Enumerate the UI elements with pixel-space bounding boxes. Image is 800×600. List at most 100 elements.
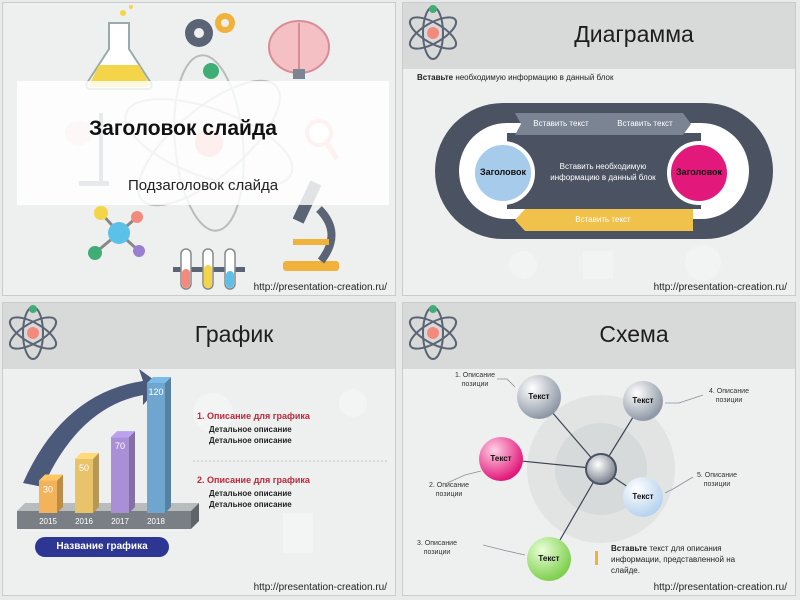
note-line3: слайде. (611, 566, 640, 575)
chart-category-label: 2017 (111, 517, 129, 526)
chart-value-label: 120 (148, 387, 163, 397)
atom-logo-icon (8, 305, 58, 360)
chart-category-label: 2015 (39, 517, 57, 526)
footer-url[interactable]: http://presentation-creation.ru/ (653, 282, 787, 293)
position-label-1: 1. Описание позиции (455, 371, 495, 389)
header-band (403, 3, 795, 69)
bottom-arrow-label: Вставить текст (575, 215, 631, 224)
description-1-title: 1. Описание для графика (197, 411, 310, 421)
left-circle[interactable] (471, 141, 535, 205)
top-arrow-2[interactable] (599, 113, 691, 135)
node-5[interactable] (623, 477, 663, 517)
note-bold: Вставьте (611, 544, 648, 553)
top-arrow-1-label: Вставить текст (533, 119, 589, 128)
position-label-3-line2: позиции (423, 549, 451, 556)
chart-bar (147, 377, 171, 513)
note-accent (595, 551, 598, 565)
node-4[interactable] (623, 381, 663, 421)
chart-value-label: 50 (79, 463, 89, 473)
position-label-2-line2: позиции (435, 491, 463, 498)
header-band (3, 303, 395, 369)
slide-title: Заголовок слайда (89, 117, 277, 140)
footer-url[interactable]: http://presentation-creation.ru/ (253, 282, 387, 293)
background-pattern (509, 245, 721, 281)
background-pattern (193, 389, 367, 553)
position-label-2-line1: 2. Описание (429, 482, 469, 489)
chart-name-pill (35, 537, 169, 557)
description-1: 1. Описание для графика Детальное описан… (197, 411, 310, 446)
chart-platform (17, 511, 191, 529)
node-1-label: Текст (528, 392, 550, 401)
left-circle-label: Заголовок (479, 167, 527, 177)
position-label-5-line2: позиции (703, 481, 731, 488)
center-line2: информацию в данный блок (550, 173, 656, 182)
flask-icon (85, 5, 153, 90)
slide4-graphics (408, 305, 704, 581)
position-label-4-line1: 4. Описание (709, 388, 749, 395)
node-1[interactable] (517, 375, 561, 419)
slide2-graphics (408, 5, 773, 281)
footer-url[interactable]: http://presentation-creation.ru/ (653, 582, 787, 593)
molecule-icon (88, 206, 145, 260)
slide-diagram[interactable]: Диаграмма Вставьте необходимую информаци… (402, 2, 796, 296)
slide-title[interactable]: Заголовок слайда Подзаголовок слайда htt… (2, 2, 396, 296)
brain-icon (268, 20, 330, 79)
node-2[interactable] (479, 437, 523, 481)
chart-bar (39, 474, 63, 513)
hub-node (585, 453, 617, 485)
position-label-3: 3. Описание позиции (417, 539, 457, 557)
center-text: Вставить необходимую информацию в данный… (533, 161, 673, 183)
position-label-4: 4. Описание позиции (709, 387, 749, 405)
growth-arrow (23, 369, 161, 487)
chart-value-label: 70 (115, 441, 125, 451)
footer-url[interactable]: http://presentation-creation.ru/ (253, 582, 387, 593)
slide-title: Диаграмма (574, 21, 694, 47)
node-2-label: Текст (490, 454, 512, 463)
right-circle[interactable] (667, 141, 731, 205)
electron-icon (203, 63, 219, 79)
test-tubes-icon (173, 248, 245, 290)
slide-title: График (194, 321, 274, 347)
position-label-4-line2: позиции (715, 397, 743, 404)
node-3-label: Текст (538, 554, 560, 563)
chart-bar (75, 452, 99, 513)
position-label-5-line1: 5. Описание (697, 472, 737, 479)
chart-category-label: 2016 (75, 517, 93, 526)
note-text: Вставьте текст для описания информации, … (611, 543, 735, 576)
intro-bold: Вставьте (417, 73, 454, 82)
top-arrow-1[interactable] (515, 113, 607, 135)
node-3[interactable] (527, 537, 571, 581)
position-label-1-line1: 1. Описание (455, 372, 495, 379)
position-label-3-line1: 3. Описание (417, 540, 457, 547)
slide-title: Схема (599, 321, 669, 347)
chart-bars (39, 377, 171, 513)
chart-value-labels: 30 50 70 120 (43, 387, 164, 495)
chart-value-label: 30 (43, 485, 53, 495)
top-arrow-2-label: Вставить текст (617, 119, 673, 128)
leader-lines (446, 378, 704, 556)
description-2: 2. Описание для графика Детальное описан… (197, 475, 310, 510)
description-1-line2: Детальное описание (209, 436, 292, 445)
note-line1: текст для описания (647, 544, 722, 553)
slide-subtitle: Подзаголовок слайда (127, 177, 279, 194)
description-2-line2: Детальное описание (209, 500, 292, 509)
header-band (403, 303, 795, 369)
intro-rest: необходимую информацию в данный блок (453, 73, 614, 82)
position-label-1-line2: позиции (461, 381, 489, 388)
position-label-5: 5. Описание позиции (697, 471, 737, 489)
right-circle-label: Заголовок (675, 167, 723, 177)
position-label-2: 2. Описание позиции (429, 481, 469, 499)
chart-name: Название графика (56, 541, 148, 552)
bottom-arrow[interactable] (515, 209, 693, 231)
gears-icon (185, 13, 235, 47)
note-line2: информации, представленной на (611, 555, 736, 564)
slide-scheme[interactable]: Схема Текст Текст Текст Текст Текст 1. О… (402, 302, 796, 596)
title-banner (17, 81, 389, 205)
description-2-line1: Детальное описание (209, 489, 292, 498)
node-4-label: Текст (632, 396, 654, 405)
description-2-title: 2. Описание для графика (197, 475, 310, 485)
